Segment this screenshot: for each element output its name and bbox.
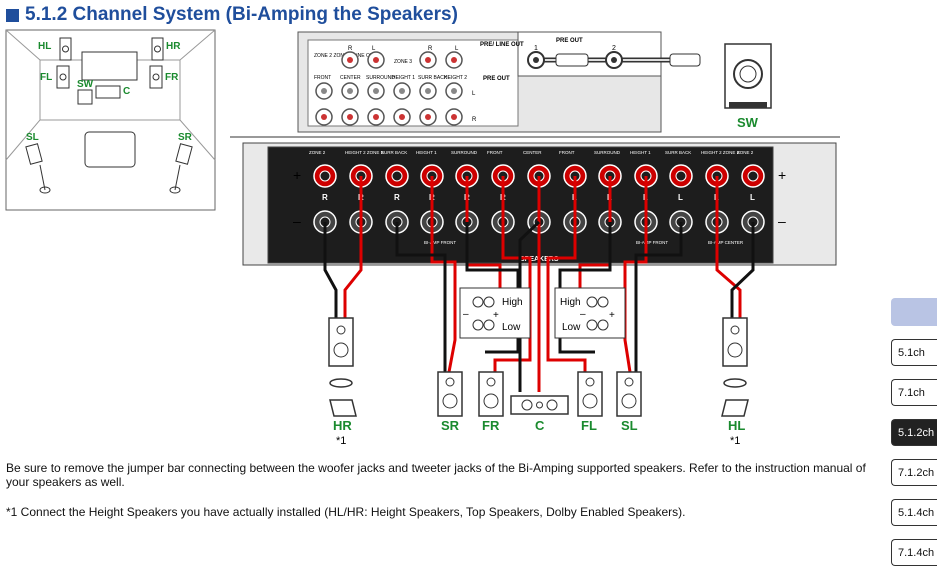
terminal-header: FRONT <box>559 150 575 155</box>
zone3-label: ZONE 3 <box>394 59 412 65</box>
biamp-r-low: Low <box>502 322 521 333</box>
room-label-sl: SL <box>26 132 39 143</box>
row-r: R <box>472 117 477 123</box>
zone2-l: L <box>372 46 376 52</box>
pre-out-row-label: SURROUND <box>366 75 395 81</box>
zone3-r: R <box>428 46 433 52</box>
terminal-header: SURROUND <box>594 150 621 155</box>
tab-5-1-2ch[interactable]: 5.1.2ch <box>891 419 937 446</box>
speaker-wires <box>323 176 755 392</box>
pre-out-row-label: CENTER <box>340 75 361 81</box>
pre-out-jack1-label: 1 <box>534 45 538 52</box>
biamp-center: BI-AMP CENTER <box>708 240 744 245</box>
subwoofer-label: SW <box>737 115 759 130</box>
terminal-rl-label: R <box>394 193 400 202</box>
page-title: 5.1.2 Channel System (Bi-Amping the Spea… <box>6 4 458 26</box>
note-mark-hl: *1 <box>730 435 740 447</box>
label-c: C <box>535 418 545 433</box>
terminal-header: FRONT <box>487 150 503 155</box>
label-hl: HL <box>728 418 745 433</box>
label-fl: FL <box>581 418 597 433</box>
room-label-c: C <box>123 86 130 97</box>
terminal-header: HEIGHT 1 <box>416 150 437 155</box>
note-biamp: Be sure to remove the jumper bar connect… <box>6 461 866 489</box>
plus-right: + <box>778 167 786 183</box>
terminal-header: ZONE 2 <box>309 150 326 155</box>
biamp-r-high: High <box>502 297 523 308</box>
row-l: L <box>472 91 476 97</box>
tab-7-1ch[interactable]: 7.1ch <box>891 379 937 406</box>
speaker-fr <box>478 371 504 417</box>
biamp-front-2: BI-AMP FRONT <box>636 240 668 245</box>
zone3-l: L <box>455 46 459 52</box>
note-mark-hr: *1 <box>336 435 346 447</box>
room-label-fl: FL <box>40 72 52 83</box>
room-label-sr: SR <box>178 132 193 143</box>
pre-out-row-label: FRONT <box>314 75 331 81</box>
biamp-front-1: BI-AMP FRONT <box>424 240 456 245</box>
tab-7-1-2ch[interactable]: 7.1.2ch <box>891 459 937 486</box>
room-layout: HL HR FL FR SW C SL SR <box>5 29 216 211</box>
terminal-header: SURROUND <box>451 150 478 155</box>
terminal-header: SURR BACK <box>665 150 691 155</box>
label-sl: SL <box>621 418 638 433</box>
terminal-header: HEIGHT 2 ZONE B <box>345 150 384 155</box>
terminal-rl-label: L <box>750 193 755 202</box>
page-title-text: 5.1.2 Channel System (Bi-Amping the Spea… <box>25 4 458 25</box>
terminal-rl-label: L <box>678 193 683 202</box>
note-height-speakers: *1 Connect the Height Speakers you have … <box>6 505 686 519</box>
biamp-r-plus: + <box>493 310 499 321</box>
plus-left: + <box>293 167 301 183</box>
biamp-l-high: High <box>560 297 581 308</box>
tab-5-1-4ch[interactable]: 5.1.4ch <box>891 499 937 526</box>
biamp-l-low: Low <box>562 322 581 333</box>
wiring-diagram: HL HR FL FR SW C SL SR ZONE 2 ZONE B LIN… <box>5 29 840 447</box>
terminal-rl-label: R <box>322 193 328 202</box>
title-square-icon <box>6 8 19 22</box>
label-fr: FR <box>482 418 500 433</box>
pre-out-row-label: SURR BACK <box>418 75 448 81</box>
pre-out-row-label: HEIGHT 2 <box>444 75 467 81</box>
terminal-header: CENTER <box>523 150 542 155</box>
room-label-hr: HR <box>166 41 181 52</box>
subwoofer: SW <box>724 43 772 130</box>
tab-7-1-4ch[interactable]: 7.1.4ch <box>891 539 937 566</box>
pre-out-label: PRE OUT <box>556 38 583 44</box>
speaker-sr <box>437 371 463 417</box>
tab-5-1ch[interactable]: 5.1ch <box>891 339 937 366</box>
terminal-header: ZONE 2 <box>737 150 754 155</box>
pre-out-row-label: HEIGHT 1 <box>392 75 415 81</box>
biamp-r-minus: – <box>463 309 469 320</box>
terminal-header: HEIGHT 1 <box>630 150 651 155</box>
terminal-header: HEIGHT 2 ZONE B <box>701 150 740 155</box>
speaker-c <box>510 395 569 415</box>
speaker-hr <box>328 317 357 417</box>
pre-line-out-label: PRE/ LINE OUT <box>480 42 524 48</box>
speaker-hl <box>721 317 749 417</box>
room-label-hl: HL <box>38 41 51 52</box>
speaker-fl <box>577 371 603 417</box>
room-label-fr: FR <box>165 72 179 83</box>
minus-right: – <box>778 213 786 229</box>
label-sr: SR <box>441 418 460 433</box>
biamp-detail-left: – + High Low <box>554 287 626 339</box>
terminal-header: SURR BACK <box>381 150 407 155</box>
pre-out-row-label: PRE OUT <box>483 76 510 82</box>
biamp-l-minus: – <box>580 309 586 320</box>
pre-out-panel: ZONE 2 ZONE B LINE OUT ZONE 3 PRE/ LINE … <box>297 31 701 133</box>
pre-out-jack2-label: 2 <box>612 45 616 52</box>
minus-left: – <box>293 213 301 229</box>
label-hr: HR <box>333 418 352 433</box>
speaker-sl <box>616 371 642 417</box>
side-tab-blank <box>891 298 937 326</box>
room-label-sw: SW <box>77 79 94 90</box>
biamp-l-plus: + <box>609 310 615 321</box>
biamp-detail-right: – + High Low <box>459 287 531 339</box>
zone2-r: R <box>348 46 353 52</box>
